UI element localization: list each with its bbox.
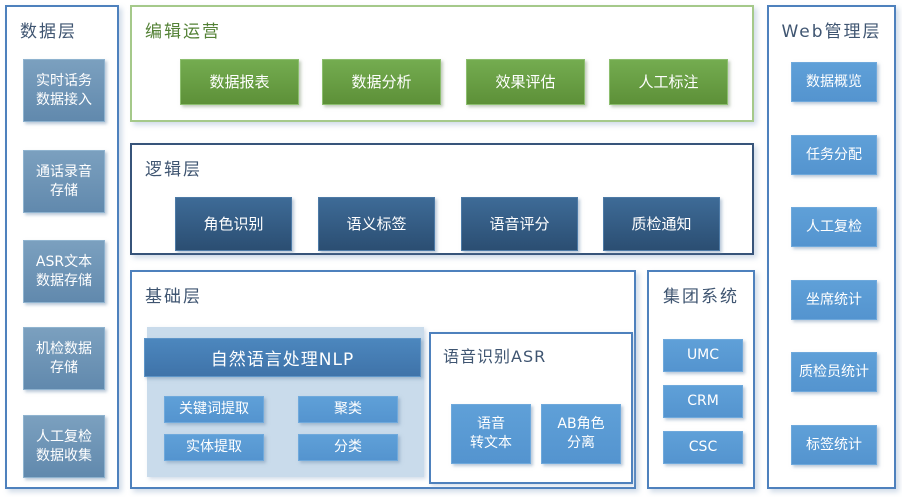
node-csc: CSC: [663, 431, 743, 464]
node-agent-statistics: 坐席统计: [791, 280, 877, 320]
node-asr-text-data-storage: ASR文本 数据存储: [23, 240, 105, 303]
section-logic-layer: 逻辑层 角色识别 语义标签 语音评分 质检通知: [130, 143, 754, 255]
section-data-layer: 数据层 实时话务 数据接入 通话录音 存储 ASR文本 数据存储 机检数据 存储…: [5, 5, 119, 489]
node-realtime-call-data-ingest: 实时话务 数据接入: [23, 59, 105, 122]
node-manual-recheck-data-collection: 人工复检 数据收集: [23, 415, 105, 478]
node-qc-notification: 质检通知: [603, 197, 720, 251]
node-tag-statistics: 标签统计: [791, 425, 877, 465]
node-data-report: 数据报表: [180, 59, 299, 105]
edit-operations-title: 编辑运营: [145, 22, 221, 42]
node-role-recognition: 角色识别: [175, 197, 292, 251]
nlp-group-header: 自然语言处理NLP: [144, 338, 421, 377]
node-manual-recheck: 人工复检: [791, 207, 877, 247]
section-web-admin-layer: Web管理层 数据概览 任务分配 人工复检 坐席统计 质检员统计 标签统计: [767, 5, 896, 489]
node-task-assignment: 任务分配: [791, 135, 877, 175]
node-classification: 分类: [298, 434, 398, 461]
node-effect-evaluation: 效果评估: [466, 59, 585, 105]
node-speech-to-text: 语音 转文本: [451, 404, 531, 464]
asr-group-title: 语音识别ASR: [443, 347, 547, 366]
section-base-layer: 基础层 自然语言处理NLP 关键词提取 聚类 实体提取 分类 语音识别ASR 语…: [130, 270, 636, 489]
node-speech-scoring: 语音评分: [461, 197, 578, 251]
node-machine-qc-data-storage: 机检数据 存储: [23, 327, 105, 390]
section-edit-operations: 编辑运营 数据报表 数据分析 效果评估 人工标注: [130, 5, 754, 122]
node-clustering: 聚类: [298, 396, 398, 423]
web-admin-layer-title: Web管理层: [781, 22, 882, 42]
node-umc: UMC: [663, 339, 743, 372]
node-ab-role-separation: AB角色 分离: [541, 404, 621, 464]
asr-group-container: 语音识别ASR 语音 转文本 AB角色 分离: [429, 332, 633, 484]
node-crm: CRM: [663, 385, 743, 418]
node-entity-extraction: 实体提取: [164, 434, 264, 461]
node-inspector-statistics: 质检员统计: [791, 352, 877, 392]
node-data-overview: 数据概览: [791, 62, 877, 102]
logic-layer-title: 逻辑层: [145, 160, 202, 180]
node-keyword-extraction: 关键词提取: [164, 396, 264, 423]
section-group-systems: 集团系统 UMC CRM CSC: [647, 270, 755, 489]
node-manual-annotation: 人工标注: [609, 59, 728, 105]
node-semantic-tagging: 语义标签: [318, 197, 435, 251]
data-layer-title: 数据层: [20, 22, 77, 42]
node-call-recording-storage: 通话录音 存储: [23, 150, 105, 213]
base-layer-title: 基础层: [145, 287, 202, 307]
node-data-analysis: 数据分析: [322, 59, 441, 105]
group-systems-title: 集团系统: [663, 287, 739, 307]
